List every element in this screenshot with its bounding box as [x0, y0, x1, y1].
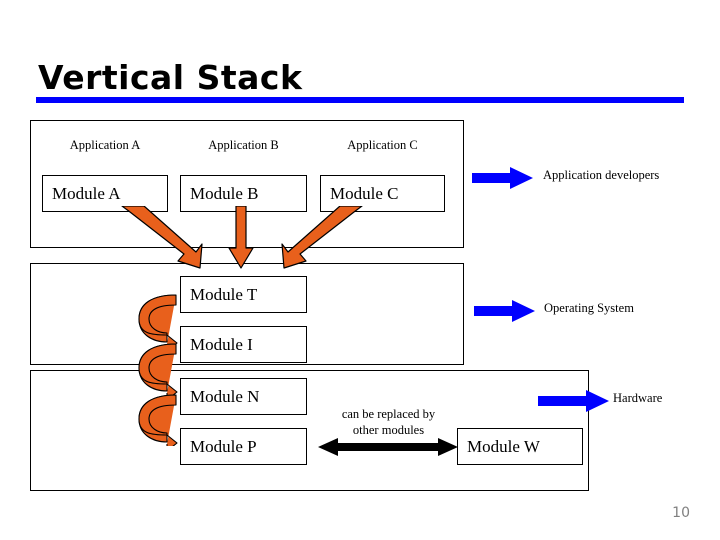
role-label-application-developers: Application developers	[543, 168, 660, 182]
module-box-p[interactable]: Module P	[180, 428, 307, 465]
blue-arrow-operating-system	[474, 300, 535, 322]
orange-down-arrow-c	[281, 206, 363, 269]
application-caption-b: Application B	[208, 138, 279, 152]
page-title: Vertical Stack	[38, 58, 303, 97]
module-box-w[interactable]: Module W	[457, 428, 583, 465]
application-caption-c: Application C	[347, 138, 418, 152]
double-headed-arrow-icon	[318, 438, 458, 456]
blue-arrow-application-developers	[472, 167, 533, 189]
module-box-a[interactable]: Module A	[42, 175, 168, 212]
replacement-annotation-line1: can be replaced by	[341, 407, 436, 421]
module-box-t[interactable]: Module T	[180, 276, 307, 313]
blue-arrow-hardware	[538, 390, 609, 412]
layer-box-operating-system	[30, 263, 464, 365]
orange-curved-arrow-n-to-p	[138, 394, 178, 446]
role-label-hardware: Hardware	[613, 391, 663, 405]
slide-number: 10	[672, 505, 690, 521]
replacement-annotation-line2: other modules	[352, 423, 425, 437]
title-divider	[36, 97, 684, 103]
orange-curved-arrow-i-to-n	[138, 343, 178, 395]
replacement-annotation: can be replaced by other modules	[323, 406, 454, 438]
module-box-n[interactable]: Module N	[180, 378, 307, 415]
role-label-operating-system: Operating System	[544, 301, 634, 315]
application-caption-a: Application A	[69, 138, 141, 152]
orange-down-arrow-b	[228, 206, 254, 269]
module-box-i[interactable]: Module I	[180, 326, 307, 363]
orange-down-arrow-a	[121, 206, 203, 269]
layer-box-hardware	[30, 370, 589, 491]
orange-curved-arrow-t-to-i	[138, 294, 178, 346]
